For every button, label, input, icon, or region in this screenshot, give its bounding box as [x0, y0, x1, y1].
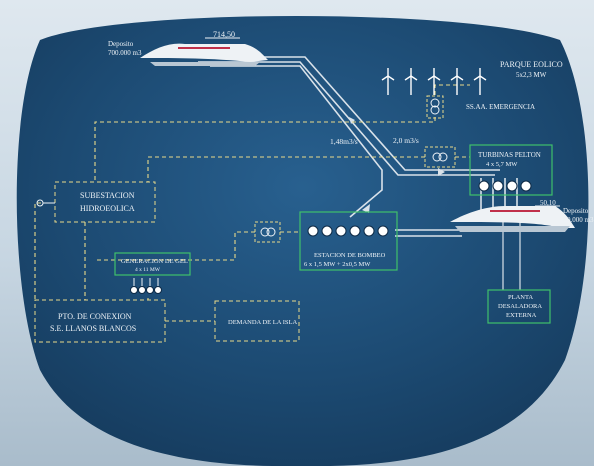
- diesel-generation: GENERACION DE GEL 4 x 11 MW: [114, 252, 191, 294]
- wind-park-capacity: 5x2,3 MW: [516, 71, 547, 79]
- desalination-line3: EXTERNA: [506, 312, 537, 319]
- lower-reservoir: 50,10 Deposito 150.000 m3: [450, 199, 594, 232]
- electrical-lines: [34, 84, 470, 322]
- wind-turbine-icon: [473, 68, 487, 95]
- pump-transformer: [254, 221, 281, 243]
- desalination-line1: PLANTA: [508, 294, 533, 301]
- island-demand: DEMANDA DE LA ISLA: [214, 300, 300, 342]
- wind-park: PARQUE EOLICO 5x2,3 MW: [381, 60, 563, 95]
- pelton-title: TURBINAS PELTON: [478, 151, 541, 159]
- turbine-icon: [506, 180, 518, 192]
- pelton-capacity: 4 x 5,7 MW: [486, 161, 518, 168]
- turbine-flow-label: 2,0 m3/s: [393, 136, 419, 145]
- desalination-line2: DESALADORA: [498, 303, 542, 310]
- flow-arrows: [349, 117, 445, 213]
- pump-flow-label: 1,48m3/s: [330, 137, 358, 146]
- connection-point-line1: PTO. DE CONEXION: [58, 312, 132, 321]
- upper-reservoir-elevation: 714,50: [213, 30, 235, 39]
- emergency-label: SS.AA. EMERGENCIA: [466, 103, 535, 111]
- pump-station: ESTACION DE BOMBEO 6 x 1,5 MW + 2x0,5 MW: [299, 211, 398, 271]
- lower-reservoir-name: Deposito: [563, 207, 589, 215]
- transformer-icon: [260, 227, 270, 237]
- diagram-backdrop: [16, 16, 589, 466]
- generator-icon: [154, 286, 162, 294]
- lower-reservoir-elevation: 50,10: [540, 199, 556, 207]
- pump-icon: [307, 225, 319, 237]
- transformer-icon: [438, 152, 448, 162]
- connection-point: PTO. DE CONEXION S.E. LLANOS BLANCOS: [34, 299, 166, 343]
- wind-turbine-icon: [381, 68, 395, 95]
- turbine-icon: [520, 180, 532, 192]
- transformer-icon: [430, 98, 440, 108]
- island-demand-label: DEMANDA DE LA ISLA: [228, 319, 297, 326]
- transformer-icon: [266, 227, 276, 237]
- wind-park-title: PARQUE EOLICO: [500, 60, 563, 69]
- turbine-icon: [492, 180, 504, 192]
- lower-reservoir-volume: 150.000 m3: [560, 216, 594, 224]
- pump-icon: [377, 225, 389, 237]
- connection-point-line2: S.E. LLANOS BLANCOS: [50, 324, 136, 333]
- pump-icon: [349, 225, 361, 237]
- diesel-title: GENERACION DE GEL: [121, 258, 188, 265]
- turbine-icon: [478, 180, 490, 192]
- pump-icon: [363, 225, 375, 237]
- wind-turbine-icon: [427, 68, 441, 95]
- wind-turbine-icon: [450, 68, 464, 95]
- diesel-capacity: 4 x 11 MW: [135, 267, 161, 273]
- substation-line2: HIDROEOLICA: [80, 204, 135, 213]
- upper-reservoir: 714,50 Deposito 700.000 m3: [108, 30, 268, 66]
- pump-station-title: ESTACION DE BOMBEO: [314, 252, 386, 259]
- ground-icon: [36, 199, 55, 207]
- substation-line1: SUBESTACION: [80, 191, 135, 200]
- substation: SUBESTACION HIDROEOLICA: [36, 181, 156, 223]
- generator-icon: [146, 286, 154, 294]
- generator-unit: [424, 146, 456, 168]
- emergency-aux: SS.AA. EMERGENCIA: [426, 95, 535, 119]
- pump-icon: [335, 225, 347, 237]
- wind-turbine-icon: [404, 68, 418, 95]
- upper-reservoir-name: Deposito: [108, 40, 134, 48]
- generator-icon: [130, 286, 138, 294]
- transformer-icon: [432, 152, 442, 162]
- generator-icon: [138, 286, 146, 294]
- pelton-turbines: TURBINAS PELTON 4 x 5,7 MW: [469, 144, 553, 196]
- pump-icon: [321, 225, 333, 237]
- upper-reservoir-volume: 700.000 m3: [108, 49, 142, 57]
- pump-station-capacity: 6 x 1,5 MW + 2x0,5 MW: [304, 261, 371, 268]
- transformer-icon: [430, 105, 440, 115]
- desalination-plant: PLANTA DESALADORA EXTERNA: [487, 289, 551, 324]
